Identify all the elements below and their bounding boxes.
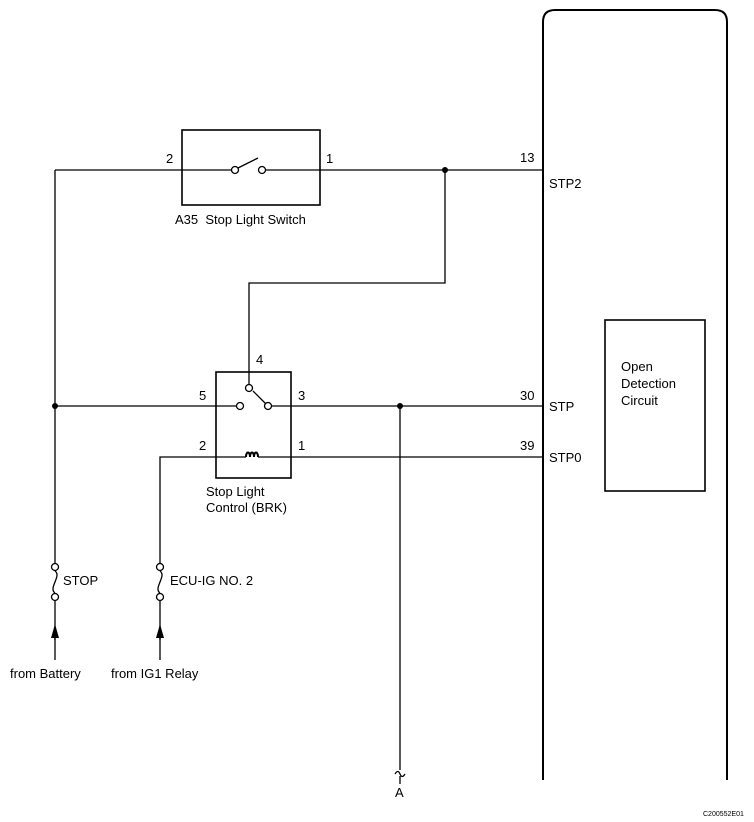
ecu-body xyxy=(542,9,728,780)
relay-pin-3: 3 xyxy=(298,388,305,403)
fuse-ecu-ig-label: ECU-IG NO. 2 xyxy=(170,573,253,588)
circuit-label-line1: Open xyxy=(621,359,653,374)
figure-code: C200552E01 xyxy=(703,811,744,818)
connector-break-icon xyxy=(394,770,406,778)
relay-pin-4: 4 xyxy=(256,352,263,367)
circuit-label-line3: Circuit xyxy=(621,393,658,408)
circuit-label-line2: Detection xyxy=(621,376,676,391)
arrow-up-icon xyxy=(51,624,59,660)
ecu-pin-39: 39 xyxy=(520,438,534,453)
relay-pin-5: 5 xyxy=(199,388,206,403)
switch-pin-1: 1 xyxy=(326,151,333,166)
relay-label-line2: Control (BRK) xyxy=(206,500,287,515)
switch-label: A35 Stop Light Switch xyxy=(175,212,306,227)
stop-light-control-relay xyxy=(215,371,292,479)
relay-label-line1: Stop Light xyxy=(206,484,265,499)
connector-a-label: A xyxy=(395,785,404,800)
open-detection-circuit-box xyxy=(604,319,706,492)
ecu-signal-stp2: STP2 xyxy=(549,176,582,191)
arrow-up-icon xyxy=(156,624,164,660)
ecu-pin-30: 30 xyxy=(520,388,534,403)
fuse-stop-icon xyxy=(50,562,60,602)
relay-pin-1: 1 xyxy=(298,438,305,453)
ecu-signal-stp: STP xyxy=(549,399,574,414)
fuse-stop-label: STOP xyxy=(63,573,98,588)
source-ig1-label: from IG1 Relay xyxy=(111,666,199,681)
junction-dot xyxy=(52,403,58,409)
ecu-signal-stp0: STP0 xyxy=(549,450,582,465)
stop-light-switch xyxy=(181,129,321,206)
switch-pin-2: 2 xyxy=(166,151,173,166)
relay-pin-2: 2 xyxy=(199,438,206,453)
junction-dot xyxy=(397,403,403,409)
source-battery-label: from Battery xyxy=(10,666,81,681)
fuse-ecu-ig-icon xyxy=(155,562,165,602)
ecu-pin-13: 13 xyxy=(520,150,534,165)
junction-dot xyxy=(442,167,448,173)
